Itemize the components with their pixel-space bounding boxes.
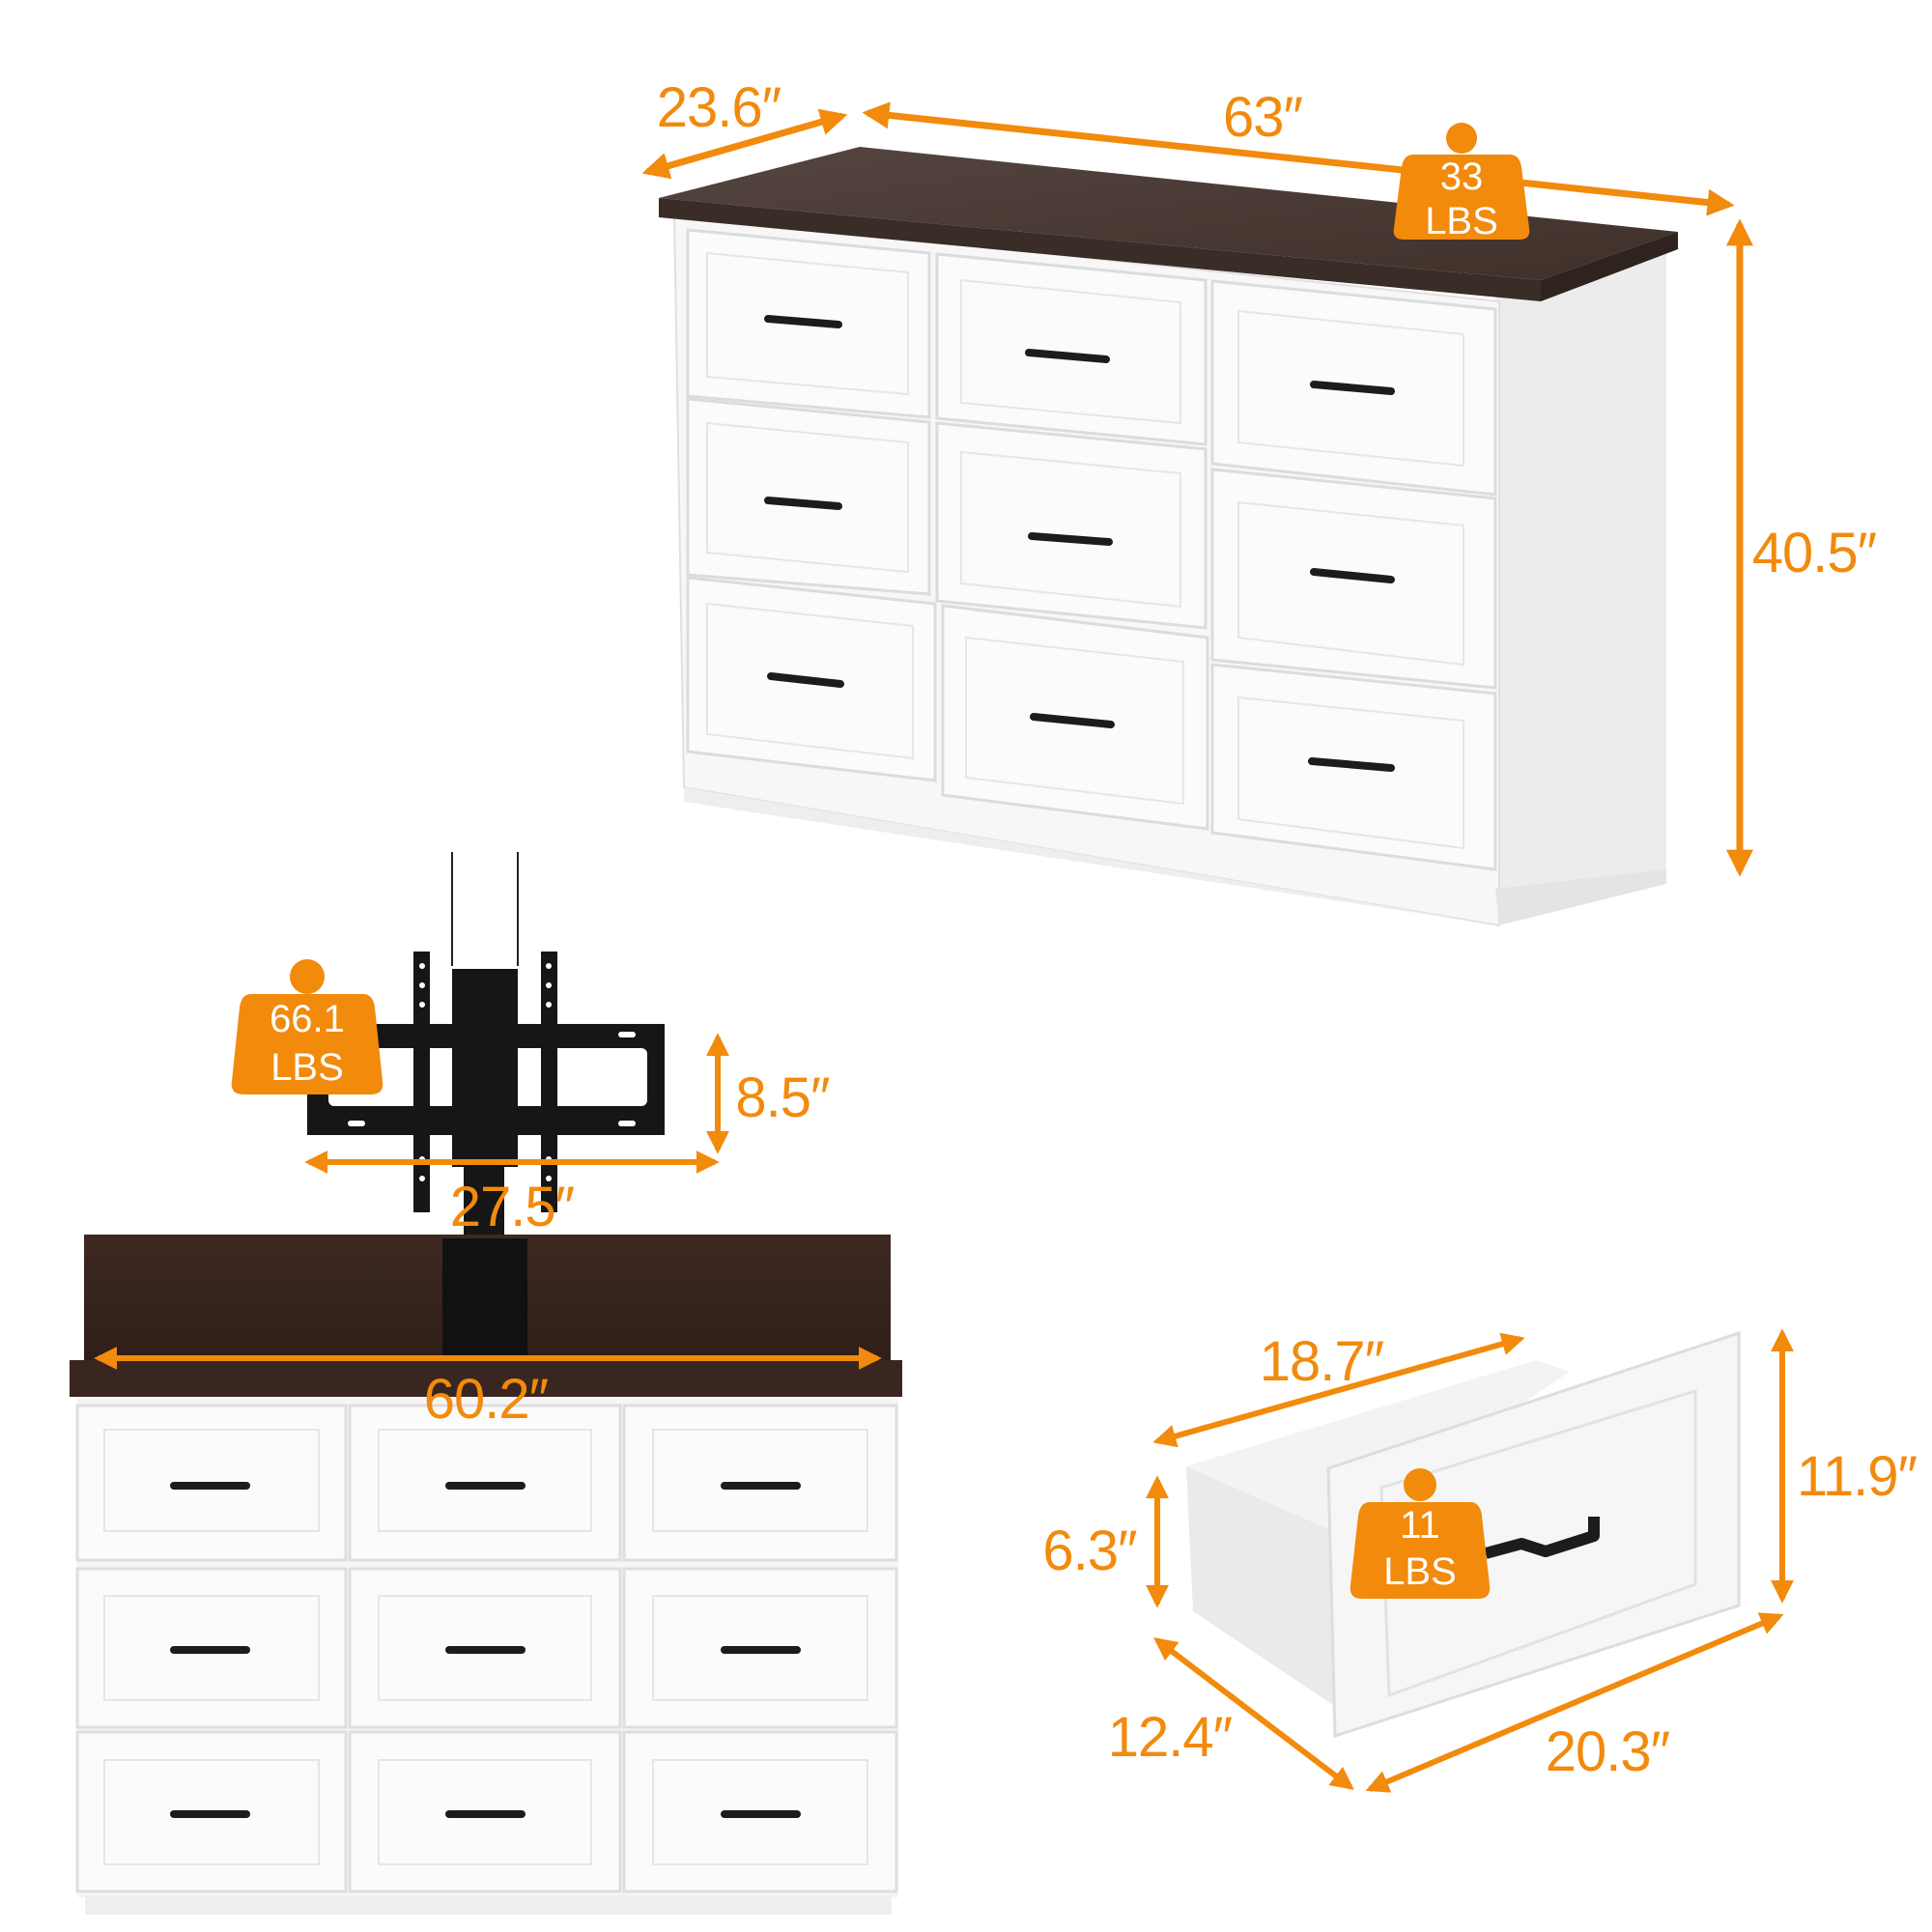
depth-label: 23.6″ <box>656 76 781 139</box>
weight-value: 11 <box>1400 1504 1440 1547</box>
drawer-depth-label: 12.4″ <box>1107 1706 1233 1769</box>
drawer[interactable] <box>935 421 1208 630</box>
drawer-width-arrow <box>1365 1612 1784 1793</box>
weight-badge-tv-mount: 66.1 LBS <box>230 998 384 1094</box>
main-dresser <box>659 147 1678 927</box>
tv-mount-arrows <box>304 1033 729 1174</box>
dresser-plinth <box>684 787 1499 925</box>
inner-width-label: 60.2″ <box>423 1368 549 1431</box>
drawer[interactable] <box>935 252 1208 446</box>
weight-icon <box>1350 1468 1491 1599</box>
height-label: 40.5″ <box>1751 522 1877 584</box>
weight-icon <box>1393 123 1530 240</box>
drawer[interactable] <box>686 397 931 596</box>
weight-icon-shapes <box>231 123 1530 1599</box>
width-arrow <box>862 101 1735 216</box>
weight-unit: LBS <box>1425 200 1498 242</box>
weight-value: 66.1 <box>270 998 345 1040</box>
mount-width-label: 27.5″ <box>449 1176 575 1238</box>
weight-icon <box>231 959 384 1094</box>
weight-value: 33 <box>1439 156 1484 198</box>
dresser-top-edge <box>659 198 1541 301</box>
weight-badge-dresser: 33 LBS <box>1394 156 1529 244</box>
main-dimension-arrows <box>641 101 1753 877</box>
drawer-depth-arrow <box>1153 1637 1354 1790</box>
front-drawer-handles <box>170 1482 801 1818</box>
drawer-dimension-arrows <box>1146 1328 1794 1793</box>
drawer-side-height-label: 6.3″ <box>1042 1520 1137 1582</box>
drawer-length-arrow <box>1152 1332 1525 1448</box>
mount-height-label: 8.5″ <box>735 1066 830 1129</box>
drawer-width-label: 20.3″ <box>1545 1720 1670 1783</box>
drawer-length-label: 18.7″ <box>1259 1330 1384 1393</box>
weight-unit: LBS <box>270 1046 344 1089</box>
dresser-side-panel <box>1495 253 1666 925</box>
weight-unit: LBS <box>1383 1550 1457 1593</box>
drawer-handles <box>764 315 1395 772</box>
depth-arrow <box>641 108 848 180</box>
drawer-handle <box>1484 1517 1600 1559</box>
width-label: 63″ <box>1222 86 1303 149</box>
front-dresser <box>70 1235 902 1915</box>
drawer-front-height-label: 11.9″ <box>1796 1445 1918 1508</box>
weight-badge-drawer: 11 LBS <box>1348 1504 1492 1601</box>
